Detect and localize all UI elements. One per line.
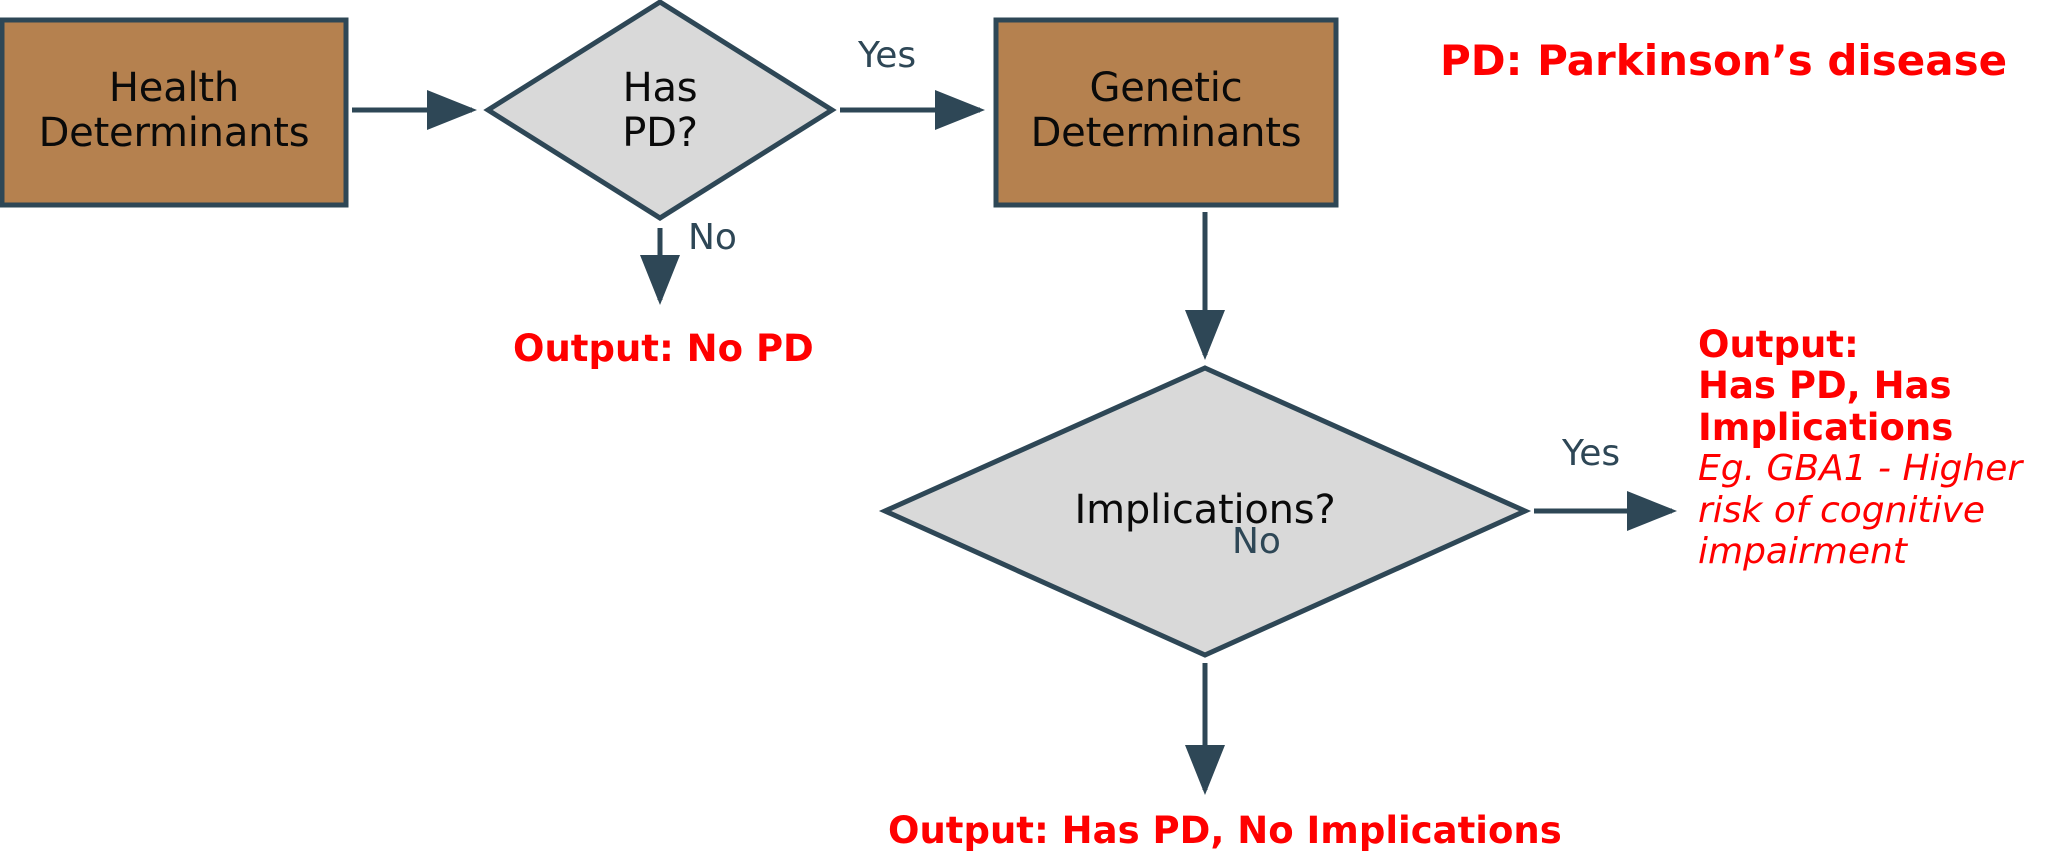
node-implications-shape [878, 365, 1532, 658]
legend-pd-abbreviation: PD: Parkinson’s disease [1440, 36, 2008, 85]
output-has-pd-has-implications: Output: Has PD, Has Implications Eg. GBA… [1698, 323, 2056, 573]
edge-label-implications-yes: Yes [1562, 433, 1621, 474]
edge-label-has-pd-yes: Yes [858, 35, 917, 76]
node-health-determinants-shape [0, 17, 349, 208]
output-has-implications-line-1: Output: [1698, 323, 1859, 366]
edge-label-has-pd-no: No [688, 217, 737, 258]
output-has-implications-example-line-1: Eg. GBA1 - Higher [1698, 448, 2023, 490]
node-has-pd-shape [483, 0, 837, 221]
edge-label-implications-no: No [1232, 521, 1281, 562]
output-has-pd-no-implications: Output: Has PD, No Implications [888, 809, 1562, 852]
output-no-pd: Output: No PD [513, 327, 814, 370]
output-has-implications-line-2: Has PD, Has [1698, 364, 1952, 408]
node-genetic-determinants-shape [993, 17, 1339, 208]
output-has-implications-example-line-2: risk of cognitive [1698, 489, 1986, 531]
output-has-implications-example-line-3: impairment [1698, 531, 1907, 573]
output-has-implications-line-3: Implications [1698, 405, 1954, 449]
